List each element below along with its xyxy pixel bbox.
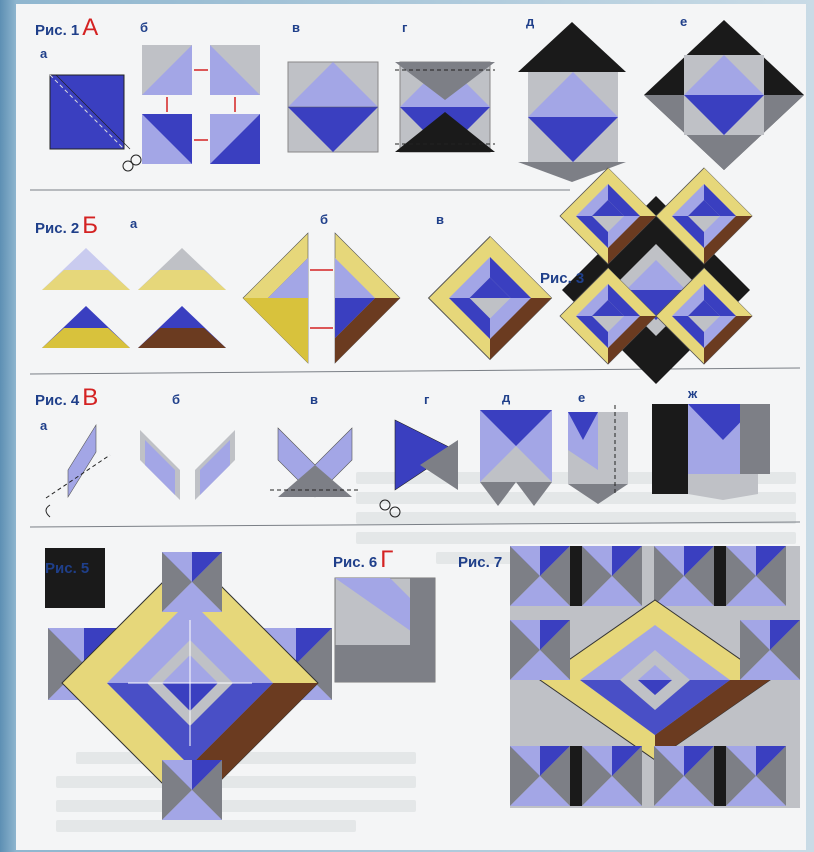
fig4-step-label: д — [502, 390, 510, 405]
fig2-b-half-blocks — [243, 233, 400, 363]
fig4-b-two-parallelograms — [140, 430, 235, 500]
fig2-step-label: в — [436, 212, 444, 227]
fig4-step-label: в — [310, 392, 318, 407]
section-separator — [30, 522, 800, 527]
fig1-step-label: б — [140, 20, 148, 35]
fig4-e-block — [568, 405, 628, 504]
fig1-step-label: а — [40, 46, 47, 61]
fig2-v-diamond — [429, 237, 552, 360]
fig1-a-square-cut — [50, 75, 141, 171]
fig1-v-square-in-square — [288, 62, 378, 152]
fig3-four-diamonds — [560, 168, 752, 384]
fig1-step-label: г — [402, 20, 407, 35]
fig7-quilt-layout — [510, 546, 800, 808]
fig1-e-finished-block — [644, 20, 804, 170]
fig3-label: Рис. 3 — [540, 262, 587, 290]
fig5-label: Рис. 5 — [45, 552, 92, 580]
fig2-step-label: а — [130, 216, 137, 231]
fig1-d-pieced-block — [518, 22, 626, 182]
fig2-step-label: б — [320, 212, 328, 227]
fig6-corner-block — [335, 578, 435, 682]
fig1-b-four-triangles — [142, 45, 260, 164]
fig4-step-label: б — [172, 392, 180, 407]
fig2-a-triangles — [42, 248, 226, 348]
fig1-step-label: д — [526, 14, 534, 29]
fig4-step-label: г — [424, 392, 429, 407]
fig4-a-parallelogram — [46, 425, 110, 517]
fig1-g-add-black-triangles — [395, 62, 495, 152]
fig4-step-label: е — [578, 390, 585, 405]
fig4-step-label: а — [40, 418, 47, 433]
fig5-assembled-block — [45, 548, 332, 820]
fig4-zh-block — [652, 404, 770, 500]
fig1-step-label: в — [292, 20, 300, 35]
fig4-v-joined — [270, 428, 360, 497]
fig7-label: Рис. 7 — [458, 546, 505, 574]
fig4-g-blue-triangle — [380, 420, 458, 517]
fig4-step-label: ж — [688, 386, 697, 401]
fig1-step-label: е — [680, 14, 687, 29]
fig4-d-block — [480, 410, 552, 506]
section-separator — [30, 368, 800, 374]
